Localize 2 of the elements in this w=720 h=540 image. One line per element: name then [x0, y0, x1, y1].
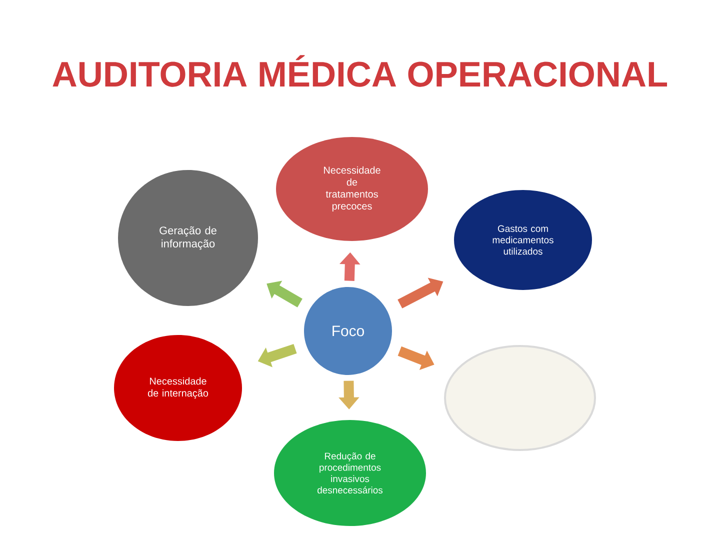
- title: AUDITORIA MÉDICA OPERACIONAL: [52, 55, 668, 87]
- blank-ellipse: [444, 344, 596, 451]
